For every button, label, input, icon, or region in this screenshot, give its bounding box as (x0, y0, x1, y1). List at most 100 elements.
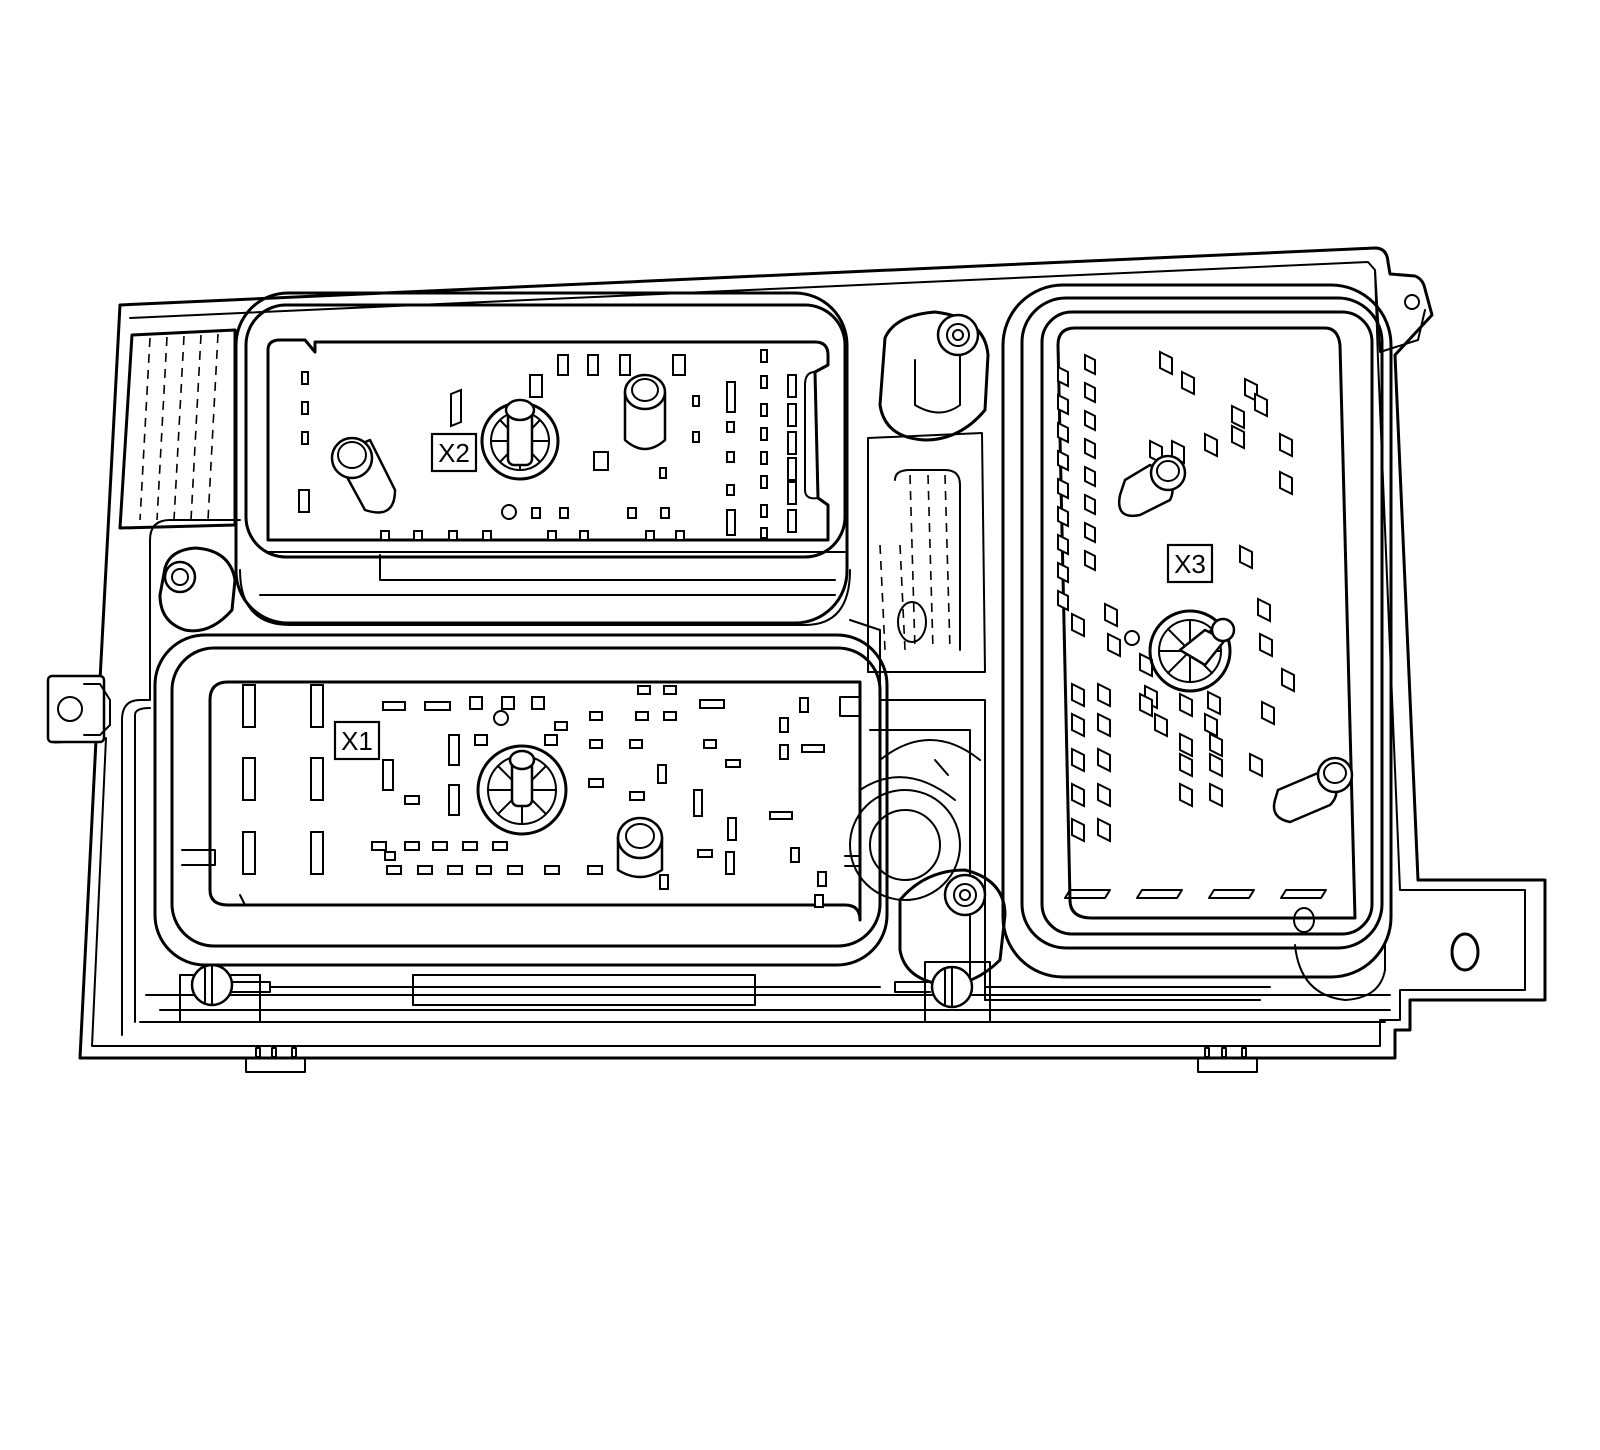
x1-pin-cavity (725, 851, 735, 875)
x3-pin-cavity (1231, 424, 1245, 450)
x3-pin-cavity (1084, 381, 1096, 404)
x1-pin-cavity (310, 831, 324, 875)
x1-pin-cavity (417, 865, 433, 875)
x1-label: X1 (333, 720, 381, 761)
x3-guide-post-lower (1272, 756, 1354, 824)
x2-pin-cavity (593, 451, 609, 471)
x1-pin-cavity (492, 841, 508, 851)
x2-pin-cavity (726, 451, 735, 463)
x1-pin-cavity (462, 841, 478, 851)
x1-pin-cavity (637, 685, 651, 695)
x3-pin-cavity (1071, 712, 1085, 738)
x1-pin-cavity (589, 711, 603, 721)
x2-pin-cavity (659, 467, 667, 479)
x3-pin-cavity (1139, 652, 1153, 678)
x2-pin-cavity (531, 507, 541, 519)
x1-pin-cavity (801, 744, 825, 753)
x1-pin-cavity (635, 711, 649, 721)
x2-pin-cavity (559, 507, 569, 519)
x3-pin-cavity (1071, 682, 1085, 708)
x2-pin-cavity (619, 354, 631, 376)
x3-pin-cavity (1209, 732, 1223, 758)
x1-pin-cavity (310, 684, 324, 728)
x1-pin-cavity (799, 697, 809, 713)
x3-connector (1001, 283, 1393, 979)
x3-pin-cavity (1159, 350, 1173, 376)
x2-pin-cavity (787, 403, 797, 427)
x3-pin-cavity (1209, 752, 1223, 778)
x1-pin-cavity (703, 739, 717, 749)
x3-pin-cavity (1057, 477, 1069, 500)
x3-pin-cavity (1261, 700, 1275, 726)
x2-pin-cavity (760, 451, 768, 465)
x3-pin-cavity (1057, 393, 1069, 416)
x3-jack-screw (1148, 609, 1236, 693)
x2-pin-cavity (760, 349, 768, 363)
center-mount-boss-bottom (898, 868, 1007, 987)
x3-pin-cavity (1057, 561, 1069, 584)
x1-pin-cavity (386, 865, 402, 875)
locator-dot (501, 504, 517, 520)
x2-pin-cavity (692, 395, 700, 407)
x1-pin-cavity (769, 811, 793, 820)
x2-guide-post-left (330, 436, 397, 514)
x1-pin-cavity (501, 696, 515, 710)
dashed-label-area (118, 328, 237, 530)
x3-pin-cavity (1179, 732, 1193, 758)
x3-pin-cavity (1057, 533, 1069, 556)
x3-pin-cavity (1084, 353, 1096, 376)
module-housing (46, 246, 1547, 1073)
x2-pin-cavity (726, 421, 735, 433)
x3-label: X3 (1166, 543, 1214, 584)
x3-pin-cavity (1084, 521, 1096, 544)
x1-pin-cavity (447, 865, 463, 875)
x1-pin-cavity (629, 791, 645, 801)
x2-pin-cavity (760, 475, 768, 489)
x1-guide-post (616, 816, 664, 879)
x1-pin-cavity (424, 701, 451, 711)
x1-pin-cavity (384, 851, 396, 861)
x3-pin-cavity (1057, 421, 1069, 444)
x3-pin-cavity (1084, 409, 1096, 432)
x2-connector (234, 291, 851, 626)
x3-pin-cavity (1071, 747, 1085, 773)
x3-pin-cavity (1204, 432, 1218, 458)
x1-pin-cavity (448, 784, 460, 816)
x1-pin-cavity (404, 841, 420, 851)
x1-pin-cavity (469, 696, 483, 710)
x2-pin-cavity (760, 403, 768, 417)
x3-pin-cavity (1097, 817, 1111, 843)
x1-pins (242, 684, 827, 908)
x2-pin-cavity (787, 457, 797, 481)
x2-pin-cavity (760, 375, 768, 389)
x1-pin-cavity (554, 721, 568, 731)
x1-pin-cavity (371, 841, 387, 851)
x3-pin-cavity (1239, 544, 1253, 570)
x1-pin-cavity (382, 701, 406, 711)
x2-pin-cavity (301, 371, 309, 385)
x1-pin-cavity (817, 871, 827, 887)
x1-pin-cavity (663, 685, 677, 695)
right-mount-boss-bottom (1294, 944, 1386, 1001)
x2-pin-cavity (547, 530, 557, 541)
x3-guide-post-upper (1117, 454, 1187, 518)
x3-pin-cavity (1179, 782, 1193, 808)
x1-pin-cavity (404, 795, 420, 805)
x3-pin-cavity (1084, 549, 1096, 572)
x2-pin-cavity (787, 431, 797, 455)
x2-pin-cavity (760, 504, 768, 518)
x3-pin-cavity (1071, 782, 1085, 808)
x1-pin-cavity (727, 817, 737, 841)
x2-pin-cavity (627, 507, 637, 519)
x2-pin-cavity (413, 530, 423, 541)
x3-pin-cavity (1249, 752, 1263, 778)
locator-dot (1124, 630, 1140, 646)
x3-pin-cavity (1257, 597, 1271, 623)
x3-pin-cavity (1207, 690, 1221, 716)
x2-pin-cavity (787, 374, 797, 398)
bottom-clip-right (894, 961, 991, 1023)
x2-pin-cavity (787, 481, 797, 505)
x2-label-text: X2 (438, 438, 470, 468)
center-round-feature (849, 759, 961, 901)
